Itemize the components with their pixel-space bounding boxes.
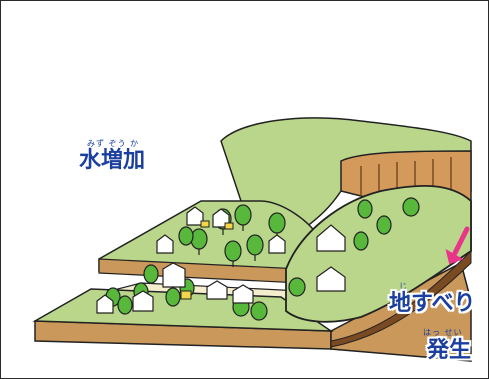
trees: [105, 197, 420, 321]
landslide-ruby: じ: [399, 282, 408, 291]
pink-arrow-down-left-icon: [445, 226, 470, 265]
houses: [96, 206, 346, 314]
occurrence-ruby: はっ せい: [423, 328, 463, 337]
slip-layer: [330, 249, 472, 348]
water-increase-ruby: みず ぞう か: [87, 139, 140, 148]
occurrence-label: 発生: [427, 338, 472, 363]
water-increase-label: 水増加: [79, 148, 146, 173]
landslide-label: 地すべり: [389, 291, 476, 316]
